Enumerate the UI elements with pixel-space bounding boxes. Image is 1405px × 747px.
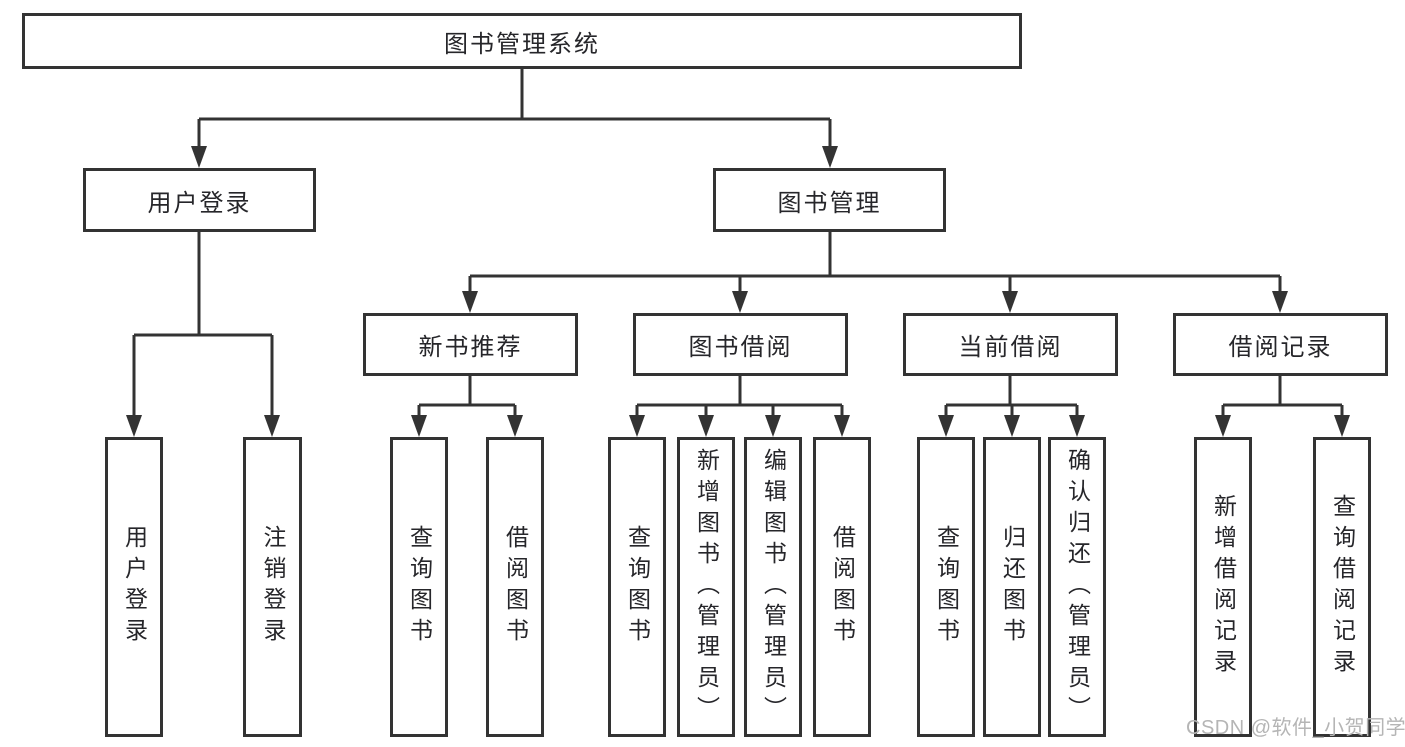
arrow-leaf-borrow-recommend-icon [507, 415, 523, 437]
leaf-add-books-admin-label: 新增图书（管理员） [693, 447, 720, 727]
connector-user-login-children [132, 232, 274, 418]
leaf-user-login-label: 用户登录 [121, 525, 148, 649]
leaf-query-books-borrow: 查询图书 [608, 437, 666, 737]
arrow-leaf-query-record-icon [1334, 415, 1350, 437]
arrow-leaf-user-login-icon [126, 415, 142, 437]
leaf-add-borrow-record-label: 新增借阅记录 [1210, 494, 1237, 680]
leaf-confirm-return-admin: 确认归还（管理员） [1048, 437, 1106, 737]
arrow-user-login-icon [191, 146, 207, 168]
arrow-leaf-add-record-icon [1215, 415, 1231, 437]
node-book-management: 图书管理 [713, 168, 946, 232]
node-borrowing-records: 借阅记录 [1173, 313, 1388, 376]
leaf-query-books-current-label: 查询图书 [933, 525, 960, 649]
arrow-new-book-recommendation-icon [462, 291, 478, 313]
leaf-logout-label: 注销登录 [260, 525, 286, 649]
node-current-borrowing-label: 当前借阅 [958, 334, 1063, 361]
arrow-current-borrowing-icon [1002, 291, 1018, 313]
arrow-leaf-confirm-return-icon [1069, 415, 1085, 437]
leaf-return-books-label: 归还图书 [999, 525, 1026, 649]
node-user-login-label: 用户登录 [147, 189, 252, 217]
node-library-system: 图书管理系统 [22, 13, 1022, 69]
leaf-query-books-current: 查询图书 [917, 437, 975, 737]
leaf-confirm-return-admin-label: 确认归还（管理员） [1064, 447, 1091, 727]
leaf-borrow-books-borrow-label: 借阅图书 [829, 525, 856, 649]
arrow-leaf-borrow-books-icon [834, 415, 850, 437]
arrow-borrowing-records-icon [1272, 291, 1288, 313]
node-book-borrowing: 图书借阅 [633, 313, 848, 376]
node-new-book-recommendation: 新书推荐 [363, 313, 578, 376]
arrow-leaf-edit-books-icon [765, 415, 781, 437]
arrow-leaf-logout-icon [264, 415, 280, 437]
watermark: CSDN @软件_小贺同学 [1186, 717, 1405, 739]
leaf-add-books-admin: 新增图书（管理员） [677, 437, 735, 737]
node-borrowing-records-label: 借阅记录 [1228, 334, 1333, 361]
arrow-leaf-query-current-icon [938, 415, 954, 437]
leaf-user-login: 用户登录 [105, 437, 163, 737]
leaf-logout: 注销登录 [243, 437, 302, 737]
leaf-query-borrow-record-label: 查询借阅记录 [1329, 494, 1356, 680]
node-book-borrowing-label: 图书借阅 [688, 334, 793, 361]
node-library-system-label: 图书管理系统 [444, 30, 600, 58]
leaf-edit-books-admin: 编辑图书（管理员） [744, 437, 802, 737]
arrow-leaf-add-books-icon [698, 415, 714, 437]
leaf-borrow-books-recommend-label: 借阅图书 [502, 525, 529, 649]
leaf-query-books-borrow-label: 查询图书 [624, 525, 651, 649]
arrow-leaf-return-books-icon [1004, 415, 1020, 437]
node-current-borrowing: 当前借阅 [903, 313, 1118, 376]
leaf-add-borrow-record: 新增借阅记录 [1194, 437, 1252, 737]
arrow-book-borrowing-icon [732, 291, 748, 313]
leaf-query-borrow-record: 查询借阅记录 [1313, 437, 1371, 737]
leaf-return-books: 归还图书 [983, 437, 1041, 737]
arrow-leaf-query-borrow-icon [629, 415, 645, 437]
leaf-borrow-books-recommend: 借阅图书 [486, 437, 544, 737]
leaf-edit-books-admin-label: 编辑图书（管理员） [760, 447, 787, 727]
connector-root [197, 69, 832, 150]
node-new-book-recommendation-label: 新书推荐 [418, 334, 523, 361]
connector-current-borrowing-children [944, 376, 1079, 418]
leaf-query-books-recommend: 查询图书 [390, 437, 448, 737]
connector-book-management [468, 232, 1282, 294]
leaf-query-books-recommend-label: 查询图书 [406, 525, 433, 649]
node-book-management-label: 图书管理 [777, 189, 882, 217]
node-user-login: 用户登录 [83, 168, 316, 232]
arrow-book-management-icon [822, 146, 838, 168]
connector-records-children [1221, 376, 1344, 418]
arrow-leaf-query-recommend-icon [411, 415, 427, 437]
connector-book-borrowing-children [635, 376, 844, 418]
leaf-borrow-books-borrow: 借阅图书 [813, 437, 871, 737]
connector-new-book-children [417, 376, 517, 418]
